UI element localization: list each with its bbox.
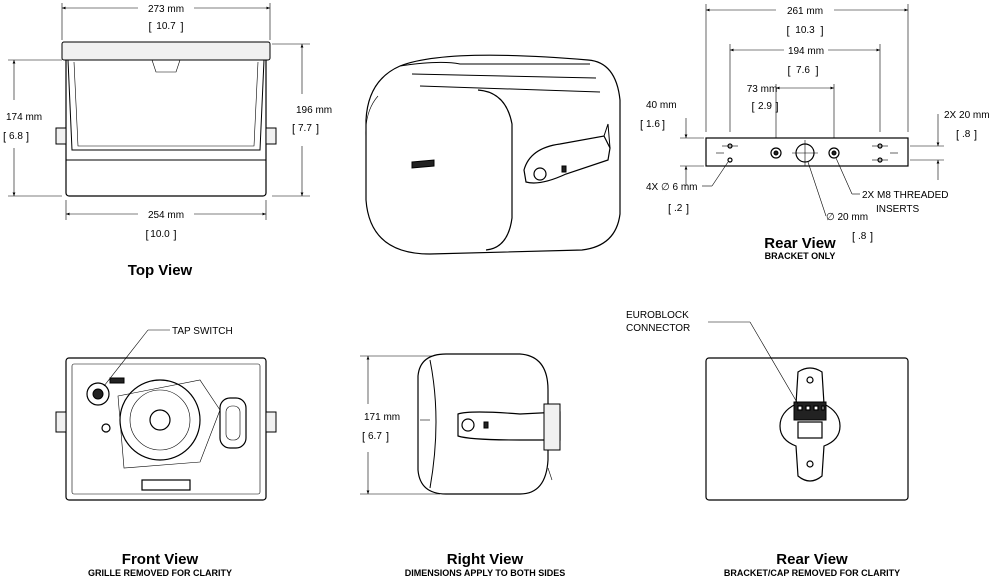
logo-badge bbox=[411, 159, 435, 169]
top-width-in: 10.7 bbox=[156, 21, 176, 32]
bracket-center-mm: ∅ 20 mm bbox=[826, 212, 868, 223]
right-view-subtitle: DIMENSIONS APPLY TO BOTH SIDES bbox=[405, 568, 566, 578]
svg-text:]: ] bbox=[173, 229, 176, 241]
rear-cap-view: EUROBLOCK CONNECTOR Rear View BRACKET/CA… bbox=[626, 310, 909, 578]
euroblock-connector bbox=[793, 401, 827, 421]
bracket-hole-span-mm: 194 mm bbox=[788, 46, 824, 57]
svg-text:]: ] bbox=[820, 25, 823, 37]
rear-bracket-view: 261 mm [ 10.3 ] 194 mm [ 7.6 ] 73 mm [ 2… bbox=[640, 4, 990, 261]
svg-text:[: [ bbox=[786, 25, 789, 37]
svg-text:[: [ bbox=[852, 231, 855, 243]
svg-text:[: [ bbox=[148, 21, 151, 33]
svg-text:]: ] bbox=[26, 131, 29, 143]
top-height-right-in: 7.7 bbox=[298, 123, 312, 134]
top-depth-in: 10.0 bbox=[150, 229, 170, 240]
svg-text:]: ] bbox=[180, 21, 183, 33]
top-view: 273 mm [ 10.7 ] 174 mm [ 6.8 ] 196 mm [ … bbox=[3, 3, 332, 279]
bracket-height-mm: 40 mm bbox=[646, 100, 677, 111]
right-view-title: Right View bbox=[447, 551, 524, 568]
bracket-insert-span-mm: 73 mm bbox=[747, 84, 778, 95]
isometric-view bbox=[365, 54, 621, 255]
svg-text:]: ] bbox=[662, 119, 665, 131]
front-view: TAP SWITCH Front View GRILLE REMOVED FOR… bbox=[55, 326, 277, 578]
bracket-holes-in: .2 bbox=[674, 203, 683, 214]
svg-text:]: ] bbox=[870, 231, 873, 243]
bracket-center-in: .8 bbox=[858, 231, 867, 242]
top-width-mm: 273 mm bbox=[148, 4, 184, 15]
svg-text:[: [ bbox=[3, 131, 6, 143]
right-view: 171 mm [ 6.7 ] Right View DIMENSIONS APP… bbox=[360, 353, 566, 578]
top-depth-mm: 254 mm bbox=[148, 210, 184, 221]
svg-text:[: [ bbox=[787, 65, 790, 77]
svg-text:[: [ bbox=[751, 101, 754, 113]
rear-cap-title: Rear View bbox=[776, 551, 848, 568]
svg-text:]: ] bbox=[815, 65, 818, 77]
top-height-right-mm: 196 mm bbox=[296, 105, 332, 116]
tweeter bbox=[219, 397, 247, 449]
svg-text:]: ] bbox=[316, 123, 319, 135]
svg-text:[: [ bbox=[362, 431, 365, 443]
threaded-inserts-label-1: 2X M8 THREADED bbox=[862, 190, 949, 201]
bracket-insert-span-in: 2.9 bbox=[758, 101, 772, 112]
bracket-slot-in: .8 bbox=[962, 129, 971, 140]
euroblock-label-2: CONNECTOR bbox=[626, 323, 690, 334]
right-height-in: 6.7 bbox=[368, 431, 382, 442]
tap-switch-label: TAP SWITCH bbox=[172, 326, 233, 337]
rear-bracket-subtitle: BRACKET ONLY bbox=[765, 251, 836, 261]
svg-text:]: ] bbox=[775, 101, 778, 113]
svg-text:[: [ bbox=[145, 229, 148, 241]
bracket-width-mm: 261 mm bbox=[787, 6, 823, 17]
svg-text:[: [ bbox=[292, 123, 295, 135]
top-height-left-mm: 174 mm bbox=[6, 112, 42, 123]
bracket-width-in: 10.3 bbox=[795, 25, 815, 36]
svg-text:]: ] bbox=[386, 431, 389, 443]
threaded-inserts-label-2: INSERTS bbox=[876, 204, 919, 215]
top-view-title: Top View bbox=[128, 262, 193, 279]
front-view-subtitle: GRILLE REMOVED FOR CLARITY bbox=[88, 568, 232, 578]
svg-text:[: [ bbox=[668, 203, 671, 215]
rear-bracket-title: Rear View bbox=[764, 235, 836, 252]
right-height-mm: 171 mm bbox=[364, 412, 400, 423]
front-view-title: Front View bbox=[122, 551, 199, 568]
bracket-holes-mm: 4X ∅ 6 mm bbox=[646, 182, 698, 193]
rear-cap-subtitle: BRACKET/CAP REMOVED FOR CLARITY bbox=[724, 568, 900, 578]
bracket-height-in: 1.6 bbox=[646, 119, 660, 130]
bracket-hole-span-in: 7.6 bbox=[796, 65, 810, 76]
bracket-slot-mm: 2X 20 mm bbox=[944, 110, 990, 121]
svg-text:[: [ bbox=[640, 119, 643, 131]
euroblock-label-1: EUROBLOCK bbox=[626, 310, 689, 321]
top-height-left-in: 6.8 bbox=[9, 131, 23, 142]
top-view-body bbox=[65, 43, 267, 197]
svg-text:]: ] bbox=[686, 203, 689, 215]
svg-text:[: [ bbox=[956, 129, 959, 141]
svg-text:]: ] bbox=[974, 129, 977, 141]
